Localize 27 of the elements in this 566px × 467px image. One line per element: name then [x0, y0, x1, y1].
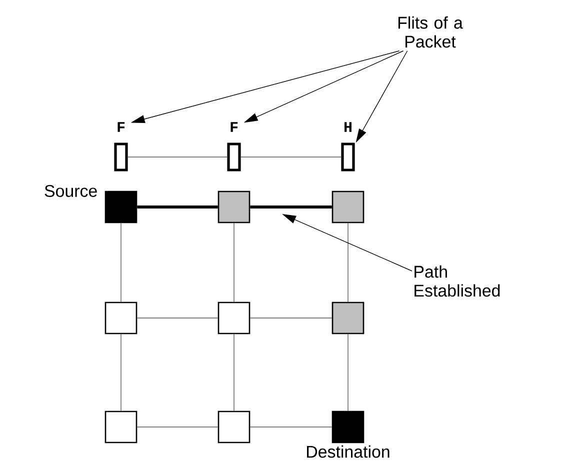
router-box	[104, 410, 138, 444]
callout-text: Path Established	[414, 265, 500, 297]
router-box	[218, 410, 250, 444]
link-line	[250, 206, 332, 208]
router-box	[218, 190, 250, 224]
node-label: F	[118, 122, 125, 132]
node-caption: Source	[44, 185, 97, 197]
link-line	[137, 206, 218, 208]
node-label: H	[344, 122, 352, 132]
flit-box: F	[227, 122, 241, 172]
link-line	[120, 222, 122, 302]
link-line	[127, 156, 228, 158]
router-box	[332, 302, 364, 334]
link-line	[240, 156, 342, 158]
router-box	[218, 302, 250, 334]
callout-text: Flits of a Packet	[398, 16, 463, 48]
link-line	[136, 426, 218, 428]
router-box	[332, 190, 364, 224]
router-box	[104, 302, 138, 334]
flit-box: H	[341, 122, 355, 172]
link-line	[120, 334, 122, 412]
link-line	[250, 426, 332, 428]
router-box	[104, 190, 138, 224]
node-caption: Destination	[307, 445, 390, 458]
router-box	[332, 410, 364, 444]
node-label: F	[230, 122, 238, 132]
flit-box: F	[114, 122, 128, 172]
